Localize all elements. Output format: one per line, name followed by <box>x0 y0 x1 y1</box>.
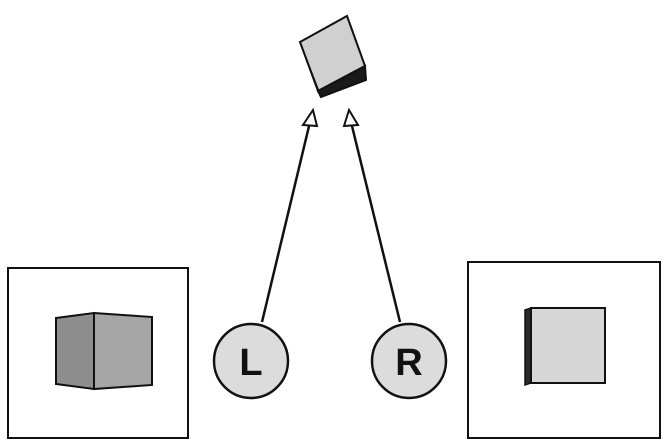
right-sight-arrowhead <box>342 107 360 128</box>
right-eye-label: R <box>395 342 422 384</box>
right-view-panel <box>467 261 661 439</box>
left-view-panel <box>7 267 189 439</box>
object-cube <box>298 14 368 99</box>
left-view-cube-left-face <box>55 311 95 391</box>
right-view-cube-face <box>530 307 606 384</box>
left-view-cube-right-face <box>93 311 153 391</box>
left-sight-line-shaft <box>260 121 312 323</box>
right-eye-circle <box>370 322 448 400</box>
right-sight-line-shaft <box>349 121 402 323</box>
left-eye-label: L <box>239 342 262 384</box>
left-eye-circle <box>212 322 290 400</box>
right-eye: R <box>370 322 448 400</box>
left-sight-arrowhead <box>301 107 319 128</box>
left-sight-line <box>260 107 319 323</box>
right-sight-line <box>342 107 402 323</box>
left-eye: L <box>212 322 290 400</box>
object-cube-left-side <box>299 41 322 98</box>
